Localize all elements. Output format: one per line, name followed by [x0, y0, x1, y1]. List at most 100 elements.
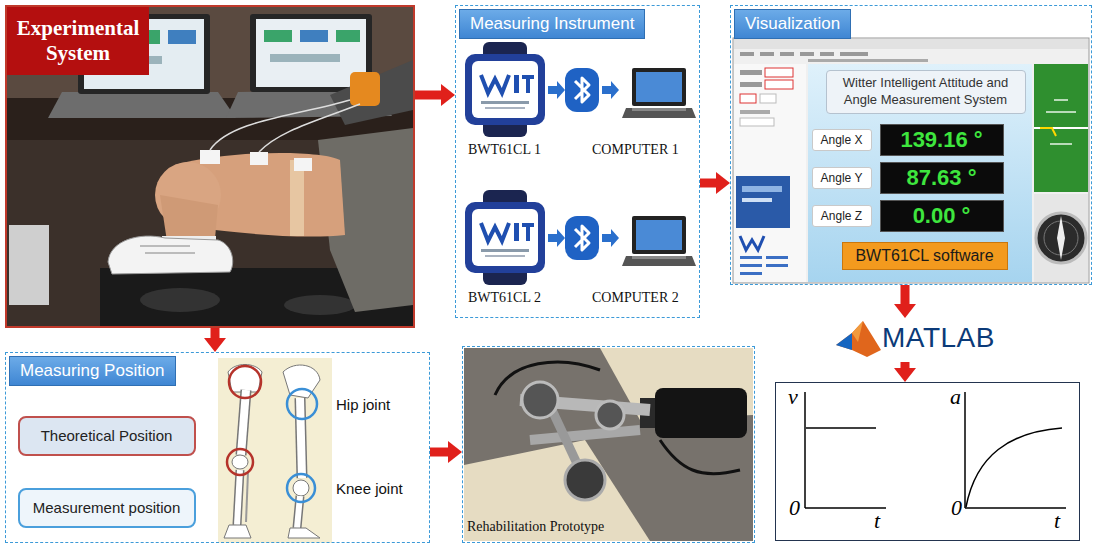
experiment-photo-part [250, 152, 268, 165]
software-screenshot-part [760, 94, 776, 103]
flow-arrow [204, 328, 226, 352]
flow-arrow [700, 172, 730, 194]
device-label: BWT61CL 1 [468, 142, 541, 158]
software-screenshot-part [740, 70, 762, 75]
velocity-acceleration-plots-part [966, 428, 1062, 507]
leg-skeleton-part [227, 449, 253, 475]
software-screenshot-part [740, 82, 762, 87]
matlab-logo-part [836, 333, 852, 350]
leg-skeleton-part [287, 474, 315, 502]
joint-label: Hip joint [336, 396, 390, 413]
prototype-panel: Rehabilitation Prototype [462, 346, 755, 543]
title-text: Witter Intelligent Attitude and Angle Me… [833, 75, 1019, 108]
panel-tab: Measuring Position [9, 356, 176, 386]
box-text: Theoretical Position [41, 427, 173, 444]
experiment-photo-part [350, 72, 380, 106]
arrow-shaft [430, 448, 449, 457]
experiment-photo-part [336, 30, 360, 42]
panel-tab: Measuring Instrument [459, 9, 645, 39]
arrow-shaft [901, 285, 910, 305]
velocity-acceleration-plots-part [804, 392, 806, 508]
experiment-photo-part [284, 295, 356, 315]
velocity-acceleration-plots [805, 392, 1066, 508]
software-screenshot-part [808, 64, 1032, 282]
matlab-text: MATLAB [882, 322, 995, 354]
arrow-shaft [700, 179, 717, 188]
instrument-icons-part [622, 216, 696, 266]
angle-name: Angle Y [812, 167, 872, 189]
software-title: Witter Intelligent Attitude and Angle Me… [826, 70, 1026, 114]
velocity-acceleration-plots-part [964, 392, 966, 508]
software-screenshot-part [740, 236, 764, 250]
arrow-head [448, 441, 462, 463]
leg-skeleton-part [300, 398, 302, 478]
arrow-head [441, 84, 455, 106]
experiment-photo-part [140, 246, 195, 253]
position-panel: Measuring PositionTheoretical PositionMe… [5, 352, 430, 543]
theory-box: Theoretical Position [18, 416, 196, 456]
software-screenshot-part [820, 52, 834, 56]
prototype-photo-part [660, 440, 740, 474]
software-screenshot-part [1046, 100, 1076, 144]
instrument-icons-part [465, 42, 545, 137]
leg-skeleton-part [288, 528, 320, 538]
experiment-photo-part [330, 60, 413, 125]
graph-box: v0ta0t [775, 382, 1080, 541]
matlab-node: MATLAB [835, 318, 995, 362]
leg-skeleton-part [218, 358, 332, 543]
software-screenshot-part [740, 110, 770, 114]
software-screenshot-part [760, 52, 774, 56]
leg-skeleton-part [224, 525, 251, 538]
experiment-photo-part [270, 54, 340, 62]
software-screenshot-part [1040, 128, 1056, 136]
experiment-photo-part [48, 92, 236, 118]
software-screenshot [733, 38, 1089, 283]
arrow-shaft [415, 91, 442, 100]
arrow-head [894, 304, 916, 318]
experiment-photo-part [9, 225, 49, 305]
angle-name: Angle X [812, 129, 872, 151]
velocity-acceleration-plots-part [805, 507, 886, 509]
flow-arrow [430, 441, 462, 463]
measure-box: Measurement position [18, 488, 196, 528]
prototype-photo-part [596, 401, 624, 429]
flow-arrow [415, 84, 455, 106]
software-screenshot-part [766, 256, 788, 259]
software-screenshot-part [1036, 213, 1086, 263]
panel-title: Experimental System [7, 7, 149, 75]
axis-letter: a [950, 385, 961, 409]
prototype-photo-part [655, 388, 747, 438]
software-screenshot-part [742, 198, 772, 202]
leg-skeleton-part [241, 390, 246, 455]
instrument-icons [465, 42, 696, 285]
angle-value: 87.63 ° [880, 162, 1004, 194]
axis-origin: 0 [951, 496, 962, 520]
leg-skeleton-part [229, 366, 261, 398]
prototype-photo-part [530, 430, 640, 440]
axis-letter: t [1054, 509, 1060, 533]
angle-value: 139.16 ° [880, 124, 1004, 156]
leg-skeleton-part [246, 472, 248, 522]
software-screenshot-part [740, 264, 762, 267]
badge-text: BWT61CL software [855, 247, 993, 265]
matlab-logo-part [852, 321, 863, 342]
leg-skeleton-part [237, 470, 240, 525]
experiment-photo-part [264, 30, 292, 42]
prototype-photo-part [464, 348, 753, 541]
box-text: Measurement position [33, 499, 181, 516]
experiment-photo-part [300, 30, 328, 42]
instrument-icons-part [465, 190, 545, 285]
prototype-photo-part [522, 382, 558, 418]
software-badge: BWT61CL software [842, 242, 1008, 270]
velocity-acceleration-plots-part [806, 427, 876, 429]
velocity-acceleration-plots-part [965, 507, 1066, 509]
software-screenshot-part [740, 256, 762, 259]
device-label: BWT61CL 2 [468, 290, 541, 306]
arrow-shaft [211, 328, 220, 339]
software-screenshot-part [808, 59, 928, 62]
prototype-photo-part [565, 460, 605, 500]
experiment-photo-part [256, 19, 366, 87]
instrument-icons-part [548, 81, 565, 99]
visualization-panel: VisualizationWitter Intelligent Attitude… [730, 5, 1092, 285]
software-screenshot-part [840, 52, 868, 56]
